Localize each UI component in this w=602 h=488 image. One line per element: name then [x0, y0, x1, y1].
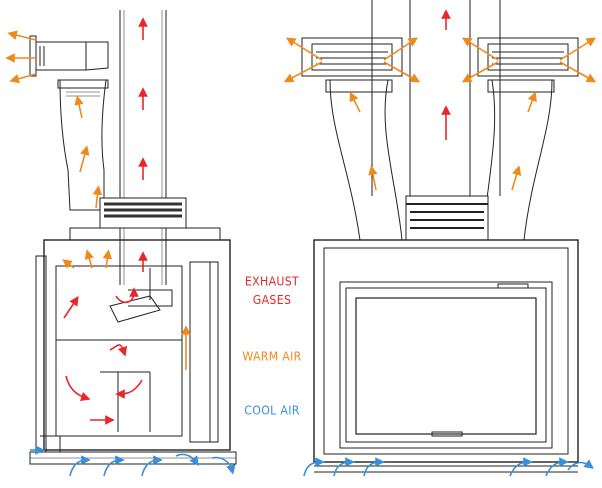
cool-arrow [509, 457, 533, 477]
exhaust-arrow [115, 379, 143, 399]
cool-arrow [175, 453, 199, 466]
cool-arrow [303, 457, 325, 477]
cool-arrow [103, 455, 125, 477]
warm-arrow [7, 30, 37, 41]
warm-arrow [349, 91, 361, 113]
side-base [29, 435, 237, 465]
legend-cool-air: COOL AIR [244, 403, 300, 418]
exhaust-arrow [109, 344, 128, 357]
warm-arrow [383, 61, 421, 83]
side-firebox-body [35, 239, 231, 453]
cool-arrow [141, 455, 163, 477]
warm-arrow [285, 37, 323, 61]
warm-arrow [368, 165, 378, 191]
legend-warm-air: WARM AIR [242, 349, 302, 364]
legend-exhaust-line1: EXHAUST [244, 274, 300, 289]
warm-arrow [527, 91, 537, 113]
cool-arrow [333, 457, 355, 477]
front-left-duct [325, 79, 403, 241]
side-view [29, 10, 237, 465]
exhaust-arrow [65, 375, 91, 402]
warm-arrow [84, 249, 94, 269]
warm-air-arrows [5, 30, 597, 370]
warm-arrow [511, 165, 522, 191]
warm-arrow [461, 61, 499, 83]
legend-exhaust-line2: GASES [252, 293, 292, 308]
warm-arrow [283, 61, 323, 83]
front-body [313, 239, 579, 473]
front-view [301, 0, 579, 473]
legend-exhaust-gases: EXHAUST GASES [232, 275, 312, 308]
warm-arrow [461, 37, 499, 61]
front-right-grille [477, 37, 579, 77]
cool-arrow [545, 457, 569, 477]
side-outlet-grille [29, 35, 109, 77]
exhaust-arrows [63, 9, 451, 425]
warm-arrow [92, 185, 103, 209]
warm-arrow [74, 95, 84, 119]
exhaust-arrow [63, 296, 79, 319]
cool-arrow [363, 457, 385, 477]
front-right-duct [481, 79, 555, 241]
cool-arrow [69, 455, 91, 477]
warm-arrow [559, 61, 597, 83]
warm-arrow [62, 259, 75, 269]
warm-arrow [102, 249, 113, 269]
front-left-grille [301, 37, 403, 77]
warm-arrow [9, 73, 37, 84]
warm-arrow [79, 145, 90, 173]
front-flue-collar [405, 195, 489, 241]
warm-arrow [383, 37, 418, 61]
cool-arrow [211, 456, 236, 475]
warm-arrow [559, 37, 597, 61]
side-top-collar [69, 197, 221, 241]
cool-air-arrows [30, 445, 594, 477]
side-warm-air-duct [57, 79, 109, 211]
side-flue-pipe [119, 10, 167, 285]
cool-arrow [567, 459, 594, 471]
exhaust-arrow [115, 287, 139, 304]
